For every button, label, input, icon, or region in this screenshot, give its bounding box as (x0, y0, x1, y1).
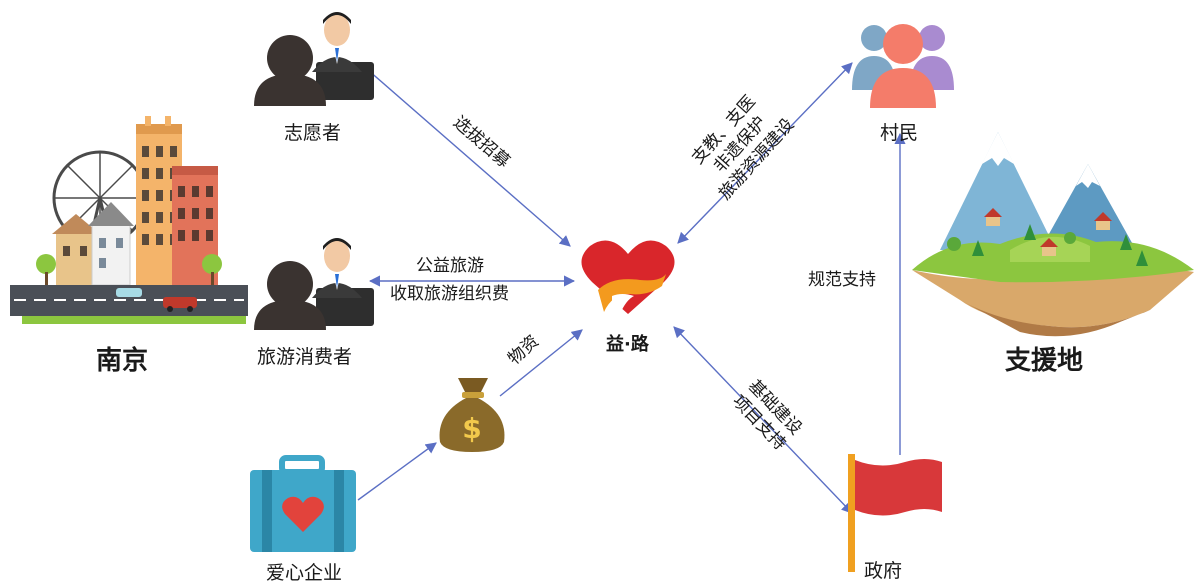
company-briefcase-icon (250, 455, 356, 552)
villagers-icon (852, 24, 954, 108)
support-area-mountain-icon (912, 132, 1194, 337)
svg-text:$: $ (462, 412, 481, 445)
node-label-government: 政府 (864, 560, 903, 582)
node-label-nanjing: 南京 (96, 346, 149, 376)
node-label-hub: 益·路 (606, 334, 649, 355)
arrows (357, 62, 906, 514)
hub-heart-logo-icon (581, 240, 675, 314)
edge-label-money-to-hub: 物资 (504, 331, 543, 369)
edge-label-volunteers-to-hub: 选拔招募 (449, 112, 513, 172)
node-label-tourists: 旅游消费者 (257, 346, 353, 368)
arrow-hub-government (673, 326, 853, 514)
node-label-villagers: 村民 (880, 122, 919, 144)
node-label-support-area: 支援地 (1005, 346, 1084, 376)
arrow-volunteers-to-hub (367, 69, 571, 247)
arrow-hub-villagers (677, 62, 853, 244)
edge-label-tourists-hub-1: 公益旅游 (416, 256, 484, 276)
node-label-volunteers: 志愿者 (284, 122, 342, 144)
arrow-money-to-hub (499, 329, 583, 397)
money-bag-icon: $ (439, 378, 505, 452)
edge-label-gov-to-villagers: 规范支持 (808, 270, 876, 290)
nanjing-city-icon (10, 116, 248, 324)
tourists-icon (254, 238, 374, 330)
edge-label-tourists-hub-2: 收取旅游组织费 (390, 284, 509, 304)
government-flag-icon (848, 454, 942, 572)
volunteers-icon (254, 12, 374, 106)
arrow-company-to-money (357, 442, 437, 501)
node-label-companies: 爱心企业 (266, 562, 343, 584)
